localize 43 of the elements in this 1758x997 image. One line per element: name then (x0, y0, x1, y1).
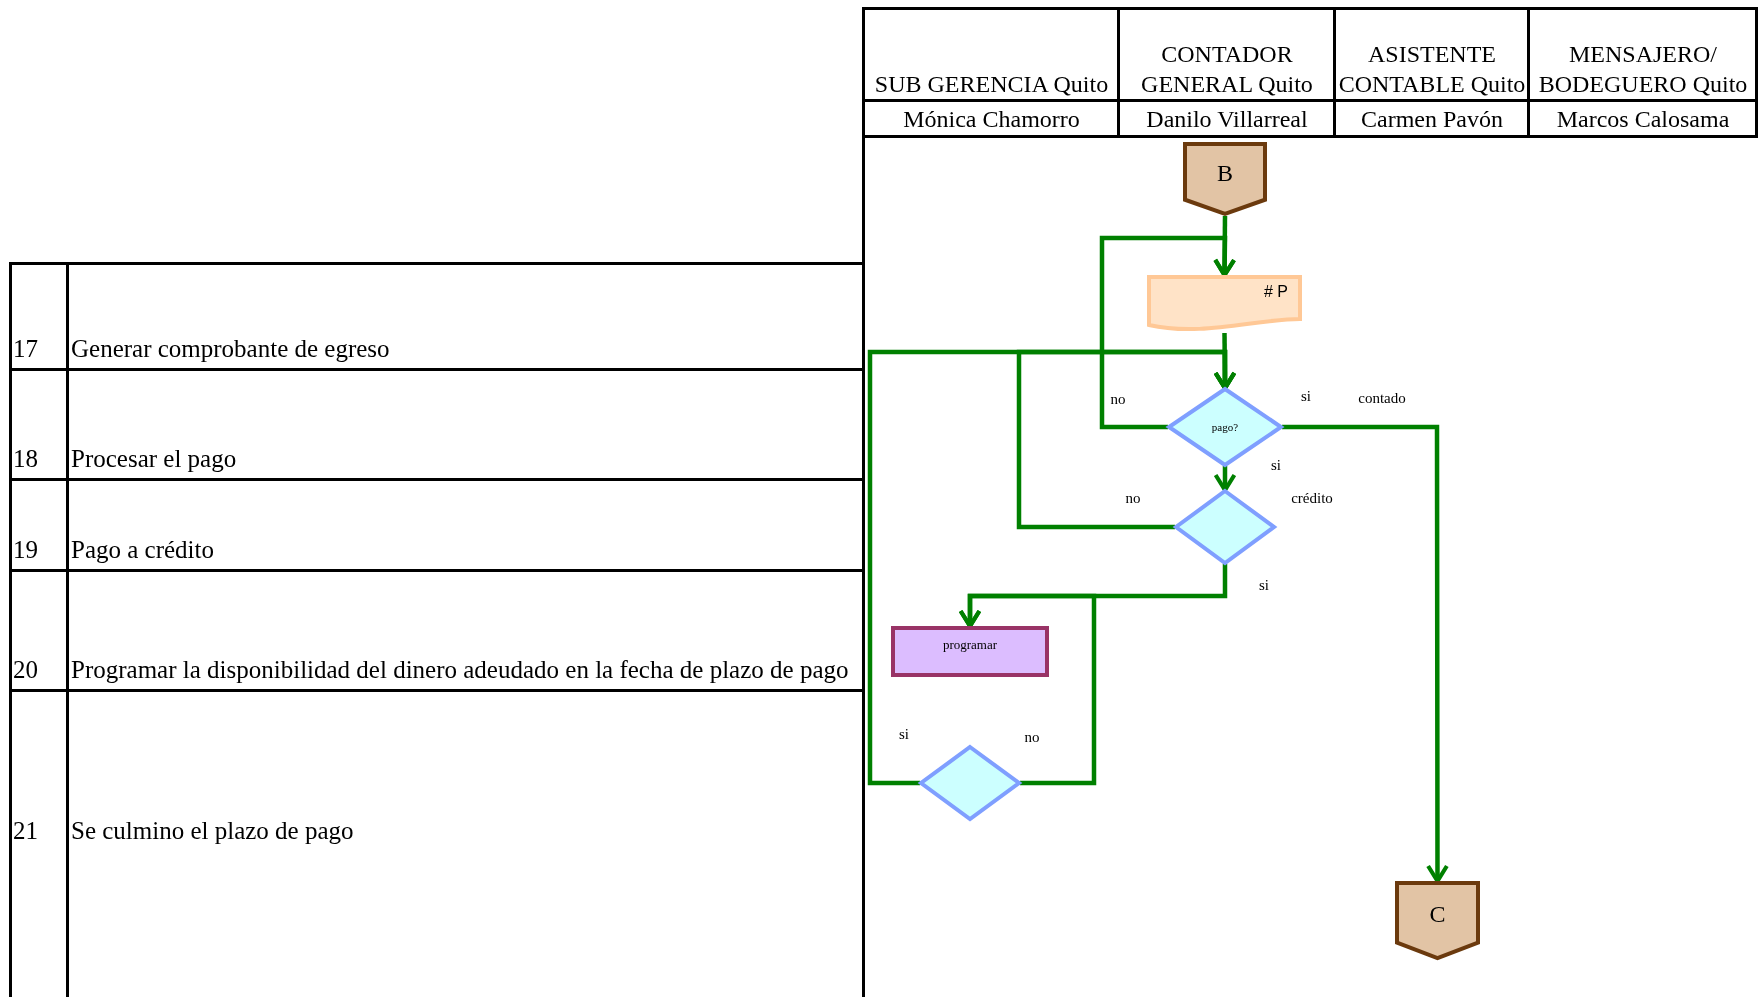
document-shape (1147, 275, 1302, 333)
step-number: 21 (13, 815, 39, 846)
node-text: C (1429, 900, 1446, 928)
node-text: B (1217, 159, 1233, 187)
decision-diamond (920, 746, 1020, 820)
person-name: Carmen Pavón (1360, 105, 1504, 134)
node-text: # P (1264, 283, 1288, 301)
step-number: 20 (13, 654, 39, 685)
step-number: 19 (13, 534, 39, 565)
process-box (891, 626, 1049, 677)
node-text: programar (942, 637, 998, 654)
edge-label: si (1271, 456, 1281, 474)
off-page-connector (1395, 881, 1480, 960)
step-description: Se culmino el plazo de pago (71, 815, 355, 846)
column-header: ASISTENTE CONTABLE Quito (1337, 40, 1527, 99)
column-header: CONTADOR GENERAL Quito (1140, 40, 1314, 99)
step-description: Pago a crédito (71, 534, 215, 565)
flow-arrow (867, 349, 1237, 786)
person-name: Mónica Chamorro (902, 105, 1081, 134)
flow-arrow (1213, 466, 1237, 493)
edge-label: si (1259, 576, 1269, 594)
off-page-connector (1183, 142, 1267, 216)
flow-arrow (1099, 235, 1237, 430)
person-name: Marcos Calosama (1555, 105, 1731, 134)
step-description: Procesar el pago (71, 443, 238, 474)
person-name: Danilo Villarreal (1145, 105, 1309, 134)
edge-label: no (1125, 489, 1141, 507)
flow-arrow (1282, 424, 1449, 884)
edge-label: si (1301, 387, 1311, 405)
column-header: MENSAJERO/ BODEGUERO Quito (1537, 40, 1749, 99)
edge-label: no (1110, 390, 1126, 408)
node-text: pago? (1211, 421, 1239, 433)
edge-label: no (1024, 728, 1040, 746)
annotation-text: contado (1358, 389, 1406, 407)
edge-label: si (899, 725, 909, 743)
step-number: 17 (13, 333, 39, 364)
step-number: 18 (13, 443, 39, 474)
flow-arrow (958, 593, 1097, 786)
column-header: SUB GERENCIA Quito (873, 70, 1110, 99)
decision-diamond (1175, 490, 1275, 564)
step-description: Programar la disponibilidad del dinero adeudado en la fecha de plazo de pago (71, 654, 850, 685)
annotation-text: crédito (1291, 489, 1333, 507)
step-description: Generar comprobante de egreso (71, 333, 391, 364)
